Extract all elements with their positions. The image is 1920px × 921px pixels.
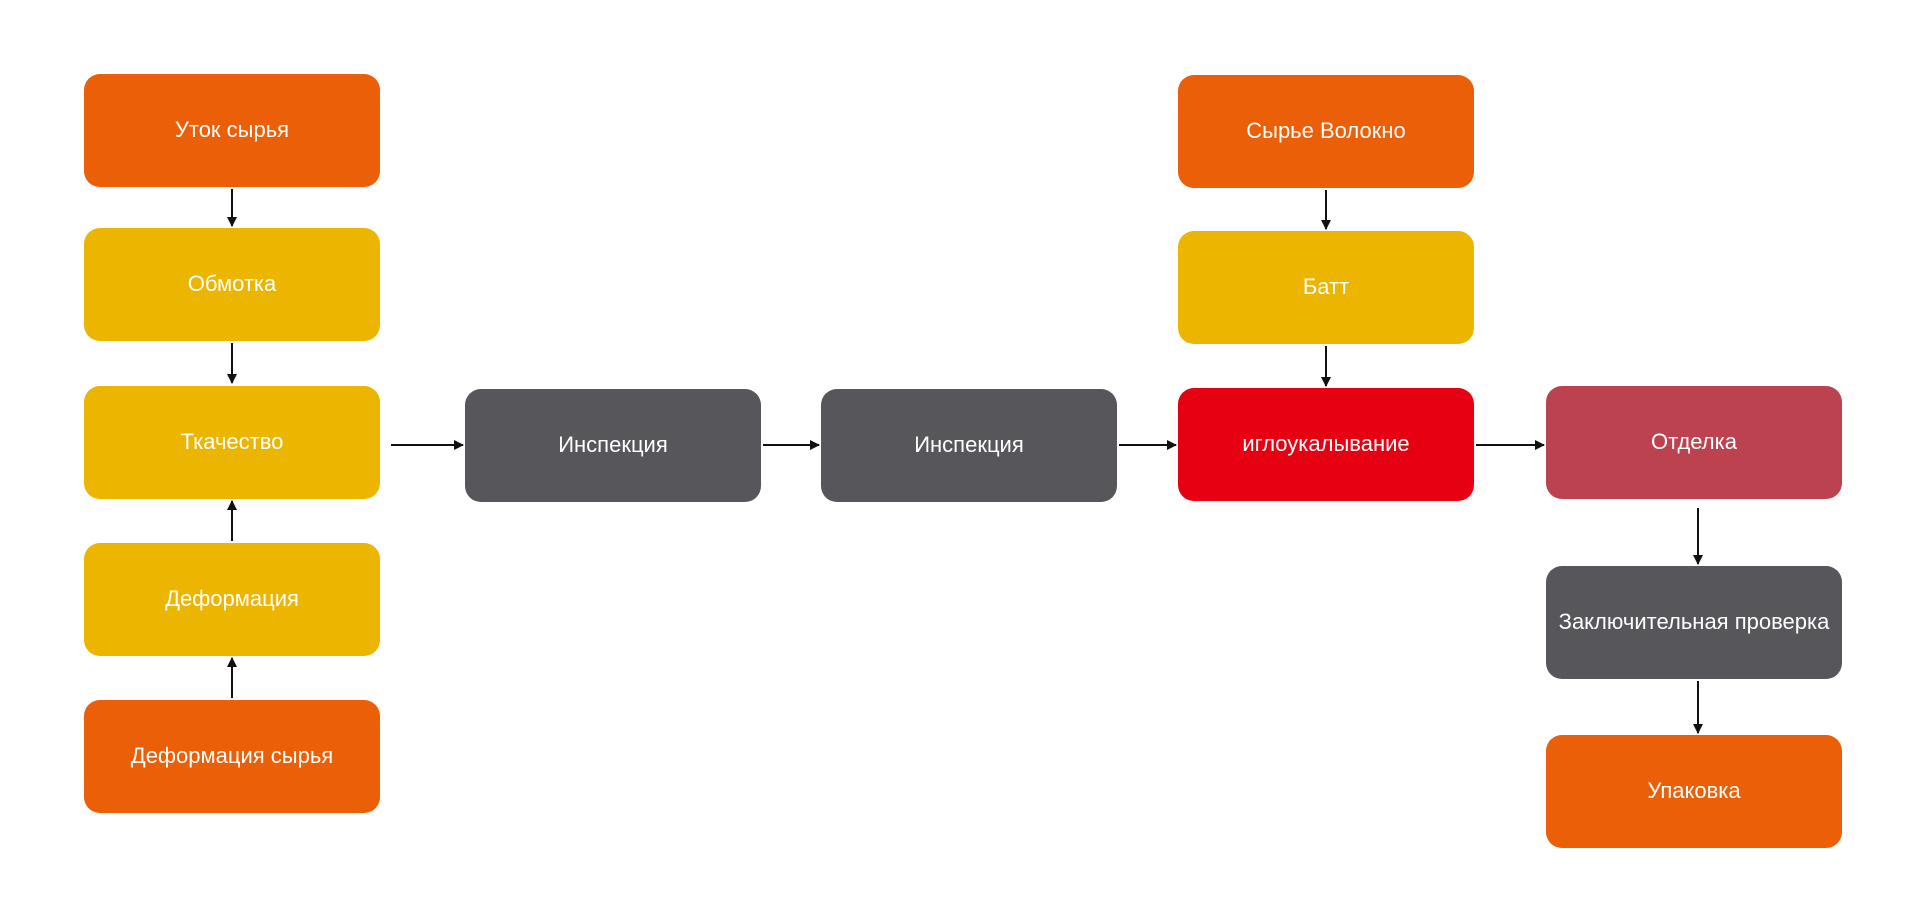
node-label: иглоукалывание	[1242, 431, 1410, 457]
node-packing: Упаковка	[1546, 735, 1842, 848]
node-raw-warp: Деформация сырья	[84, 700, 380, 813]
node-label: Батт	[1302, 274, 1350, 300]
node-needle-punching: иглоукалывание	[1178, 388, 1474, 501]
node-inspection-2: Инспекция	[821, 389, 1117, 502]
node-weaving: Ткачество	[84, 386, 380, 499]
node-final-inspection: Заключительная проверка	[1546, 566, 1842, 679]
node-label: Деформация	[165, 586, 299, 612]
node-warping: Деформация	[84, 543, 380, 656]
node-raw-weft: Уток сырья	[84, 74, 380, 187]
node-label: Отделка	[1651, 429, 1737, 455]
node-label: Ткачество	[180, 429, 284, 455]
node-label: Уток сырья	[174, 117, 290, 143]
node-winding: Обмотка	[84, 228, 380, 341]
node-finishing: Отделка	[1546, 386, 1842, 499]
node-label: Обмотка	[187, 271, 277, 297]
node-label: Заключительная проверка	[1558, 609, 1830, 635]
node-batt: Батт	[1178, 231, 1474, 344]
node-inspection-1: Инспекция	[465, 389, 761, 502]
node-label: Упаковка	[1647, 778, 1741, 804]
node-label: Сырье Волокно	[1246, 118, 1406, 144]
node-raw-fiber: Сырье Волокно	[1178, 75, 1474, 188]
node-label: Инспекция	[914, 432, 1024, 458]
node-label: Инспекция	[558, 432, 668, 458]
node-label: Деформация сырья	[130, 743, 334, 769]
